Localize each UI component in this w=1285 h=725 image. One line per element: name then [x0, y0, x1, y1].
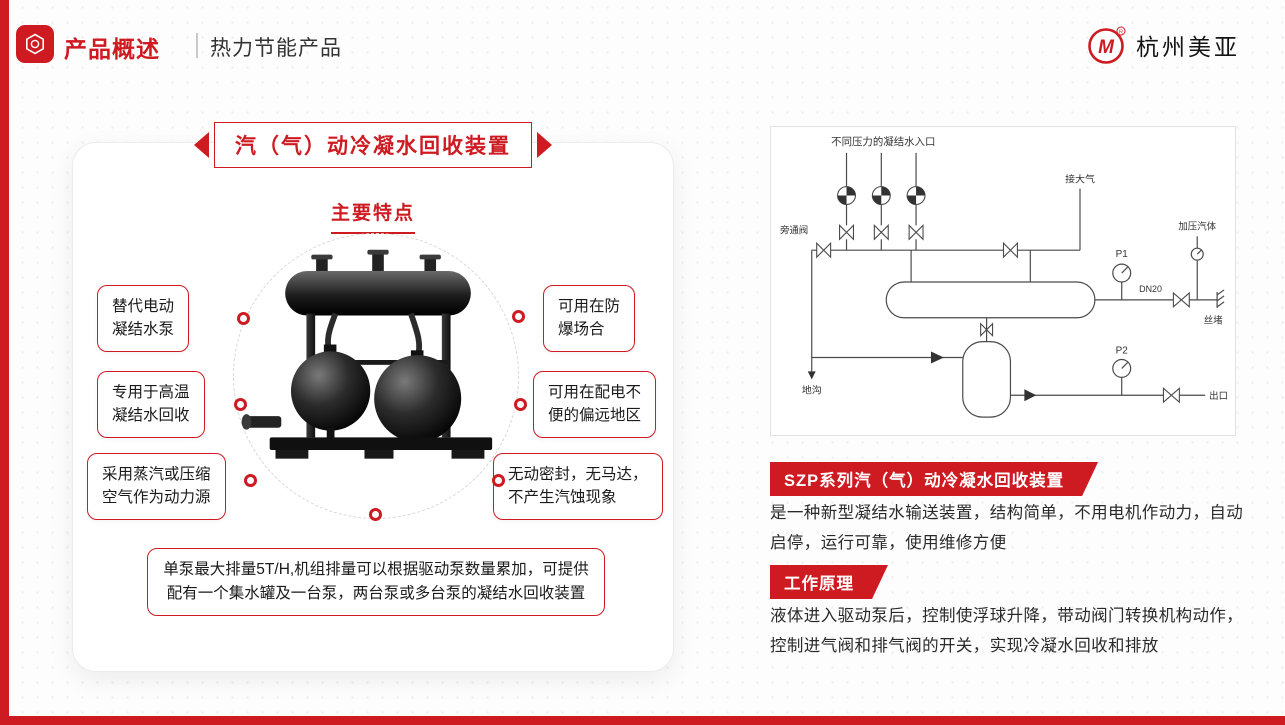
feature-right-3: 无动密封，无马达， 不产生汽蚀现象 — [493, 453, 663, 520]
label-inlet: 不同压力的凝结水入口 — [831, 135, 935, 148]
feature-right-2: 可用在配电不 便的偏远地区 — [533, 371, 657, 438]
banner-title: 汽（气）动冷凝水回收装置 — [214, 122, 532, 168]
label-drain: 地沟 — [802, 383, 822, 396]
label-plug: 丝堵 — [1204, 315, 1223, 326]
m-logo-icon: M R — [1088, 26, 1126, 64]
left-accent-bar — [0, 0, 9, 725]
connector-dot — [244, 474, 257, 487]
page-title: 产品概述 — [64, 36, 160, 62]
title-separator — [196, 33, 198, 58]
diagram-panel: 不同压力的凝结水入口 旁通阀 接大气 地沟 P1 DN20 加压汽体 丝堵 P2… — [770, 126, 1236, 436]
label-bypass-valve: 旁通阀 — [780, 224, 808, 235]
label-atmosphere: 接大气 — [1065, 173, 1095, 186]
connector-dot — [492, 474, 505, 487]
label-p1: P1 — [1116, 249, 1129, 260]
feature-left-1: 替代电动 凝结水泵 — [97, 285, 190, 352]
banner-right-arrow-icon — [537, 132, 552, 158]
brand-logo: M R 杭州美亚 — [1086, 24, 1240, 66]
product-image — [241, 249, 493, 459]
svg-text:R: R — [1119, 29, 1123, 35]
connector-dot — [369, 508, 382, 521]
card-banner: 汽（气）动冷凝水回收装置 — [194, 122, 552, 168]
connector-dot — [237, 312, 250, 325]
label-dn20: DN20 — [1139, 284, 1162, 294]
label-p2: P2 — [1116, 346, 1129, 357]
label-gas: 加压汽体 — [1178, 220, 1216, 231]
connector-dot — [514, 398, 527, 411]
section-title-principle: 工作原理 — [770, 565, 888, 599]
header-badge — [16, 25, 54, 63]
section-body-szp: 是一种新型凝结水输送装置，结构简单，不用电机作动力，自动启停，运行可靠，使用维修… — [770, 504, 1244, 552]
bottom-accent-bar — [0, 716, 1285, 725]
feature-left-2: 专用于高温 凝结水回收 — [97, 371, 205, 438]
section-title-szp: SZP系列汽（气）动冷凝水回收装置 — [770, 462, 1098, 496]
capacity-note: 单泵最大排量5T/H,机组排量可以根据驱动泵数量累加，可提供 配有一个集水罐及一… — [147, 548, 605, 617]
section-body-principle: 液体进入驱动泵后，控制使浮球升降，带动阀门转换机构动作，控制进气阀和排气阀的开关… — [770, 607, 1244, 655]
banner-left-arrow-icon — [194, 132, 209, 158]
connector-dot — [234, 398, 247, 411]
product-card: 汽（气）动冷凝水回收装置 主要特点 — [72, 122, 674, 672]
svg-text:M: M — [1098, 37, 1115, 58]
hexagon-icon — [25, 33, 45, 55]
schematic-svg: 不同压力的凝结水入口 旁通阀 接大气 地沟 P1 DN20 加压汽体 丝堵 P2… — [780, 135, 1228, 418]
brand-name: 杭州美亚 — [1136, 34, 1240, 60]
features-heading: 主要特点 — [73, 198, 673, 234]
feature-right-1: 可用在防 爆场合 — [543, 285, 636, 352]
connector-dot — [512, 310, 525, 323]
page-subtitle: 热力节能产品 — [210, 37, 342, 60]
feature-left-3: 采用蒸汽或压缩 空气作为动力源 — [87, 453, 226, 520]
label-outlet: 出口 — [1209, 390, 1228, 401]
